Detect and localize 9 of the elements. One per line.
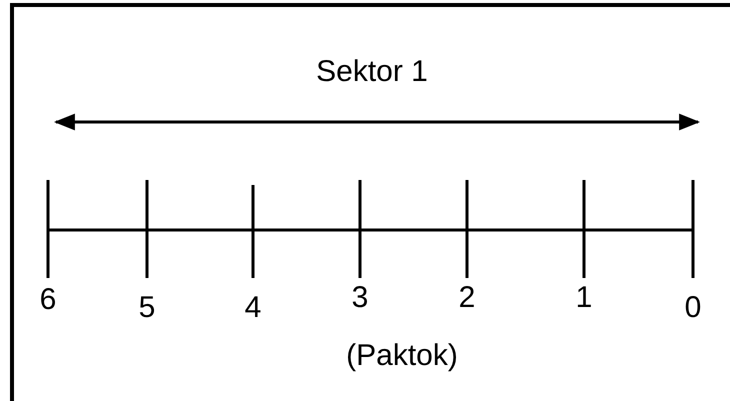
tick-label: 0 [684,291,702,325]
tick-label: 5 [138,291,156,325]
sector-label: Sektor 1 [316,55,428,89]
tick-label: 2 [458,281,476,315]
tick-label: 3 [352,281,368,315]
tick-label: 1 [576,281,592,315]
unit-label: (Paktok) [346,339,458,373]
tick-label: 4 [244,291,262,325]
tick-label: 6 [40,283,56,317]
